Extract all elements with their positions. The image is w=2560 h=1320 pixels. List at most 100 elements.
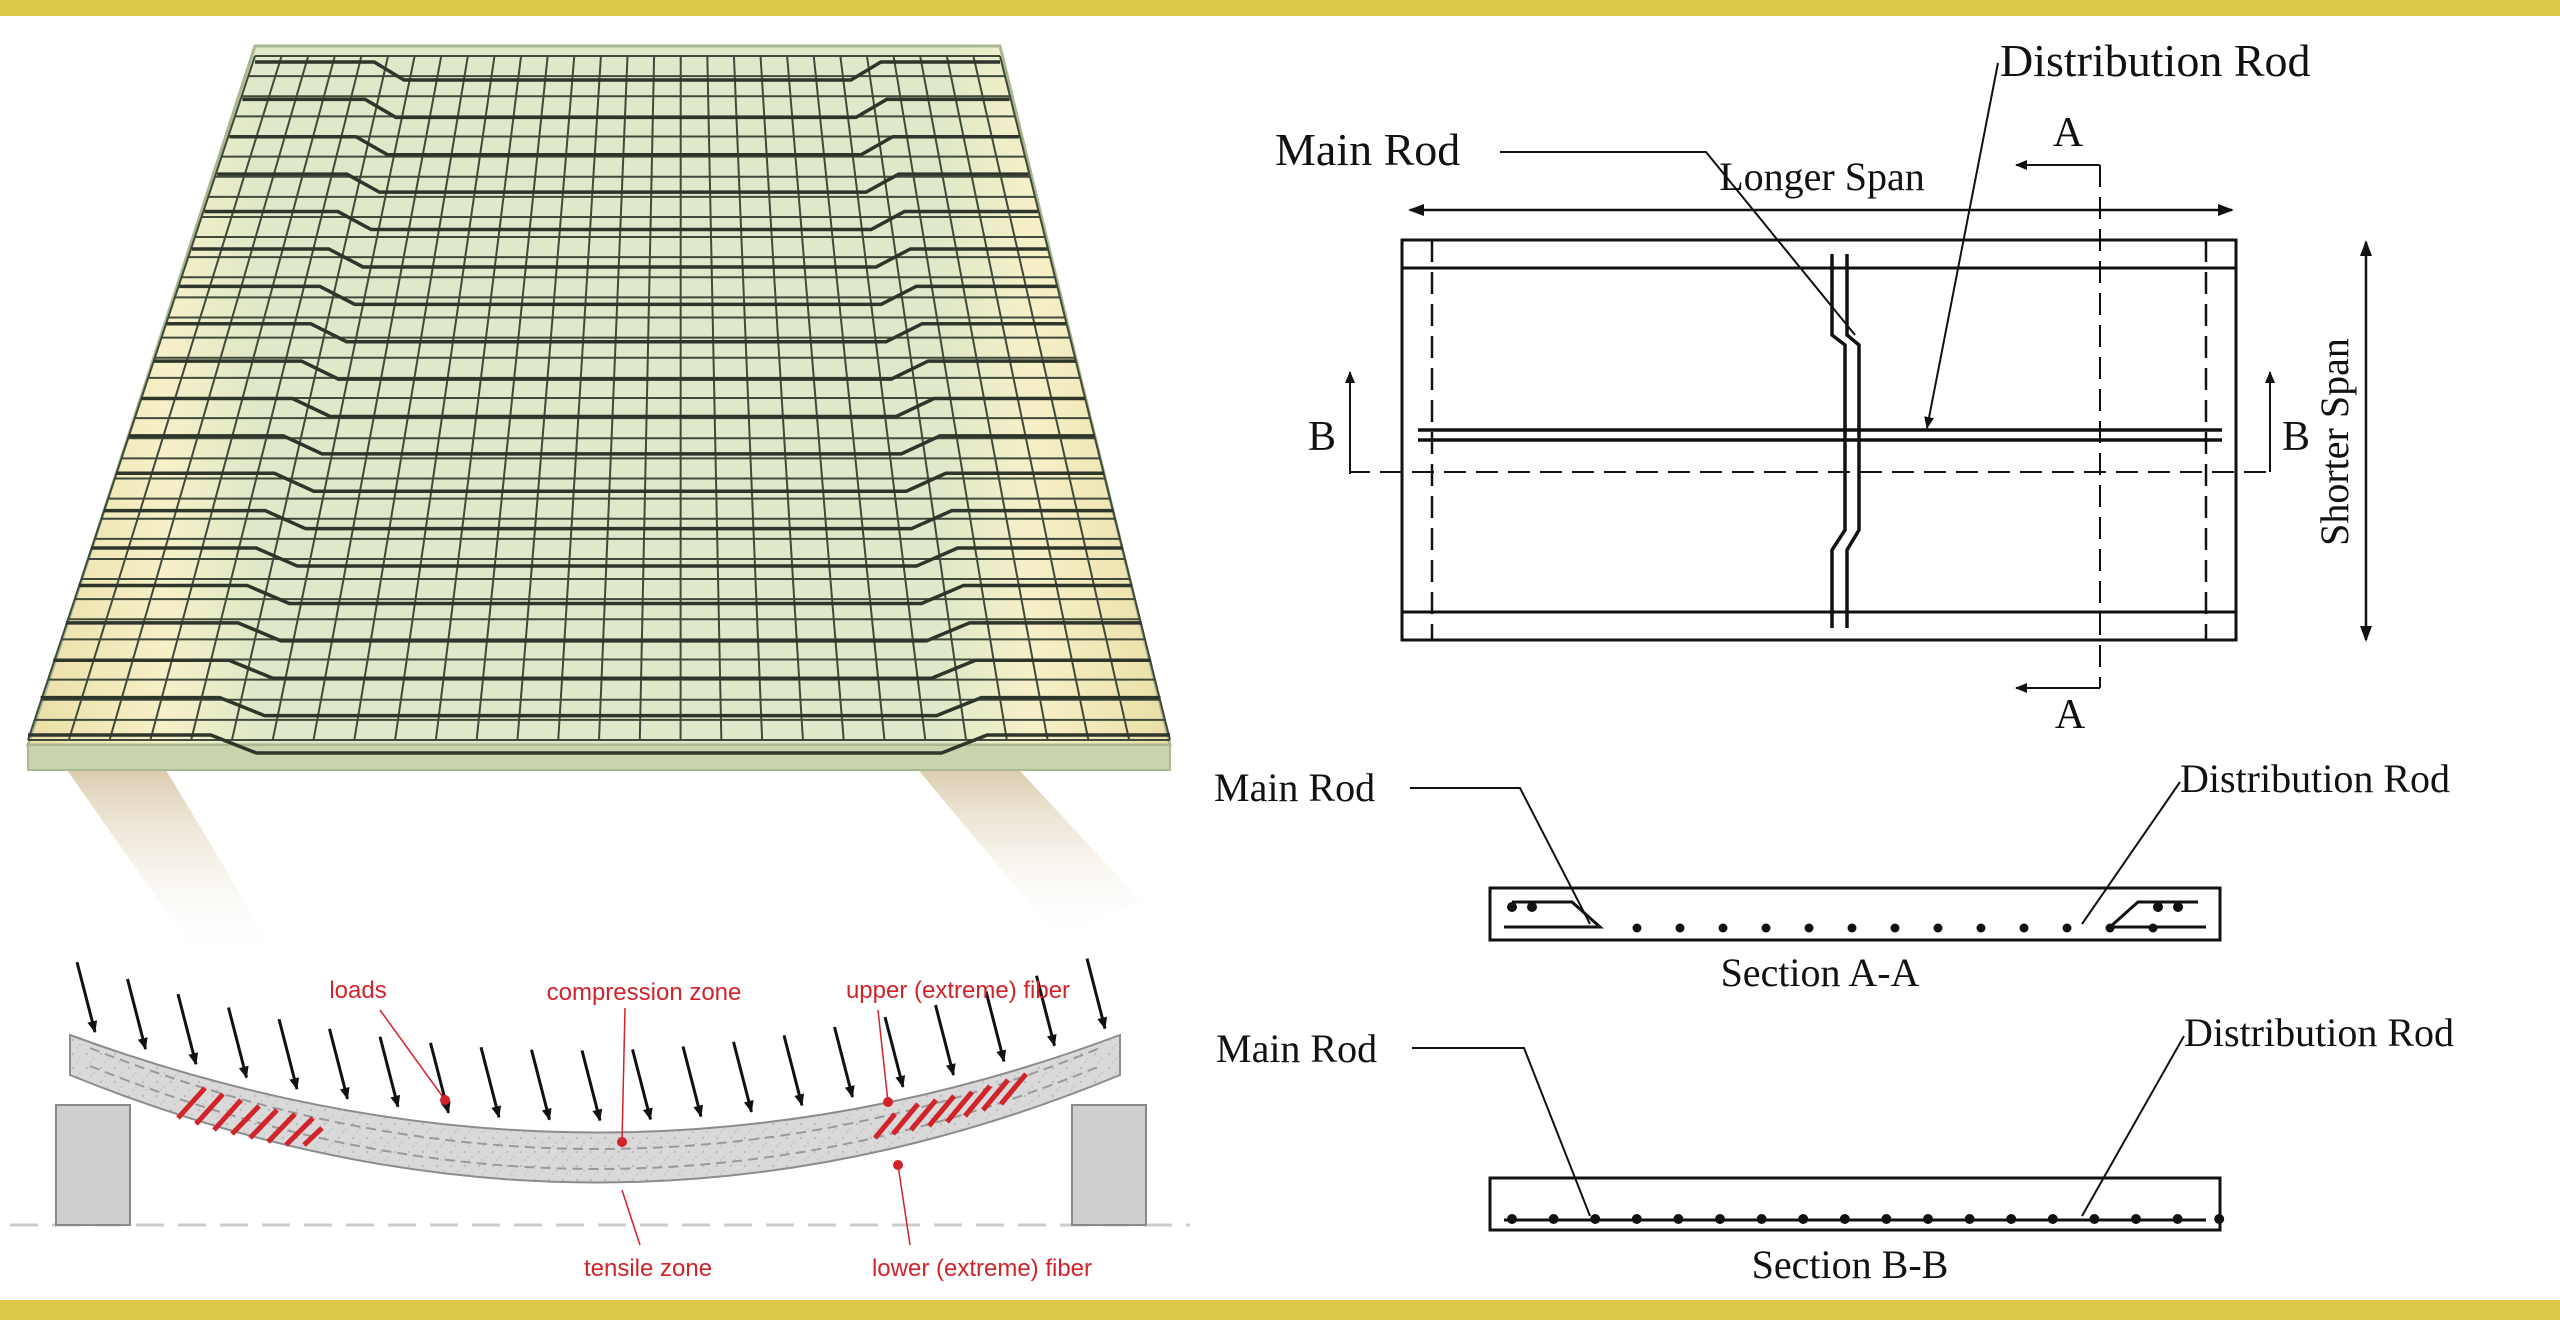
slab-outline bbox=[1400, 238, 2238, 642]
section-aa-rebar bbox=[1761, 923, 1771, 933]
label-distribution-rod: Distribution Rod bbox=[2000, 35, 2311, 86]
load-arrow bbox=[782, 1034, 805, 1107]
section-aa-bent-rod-right bbox=[2106, 900, 2206, 929]
section-aa-rebar bbox=[1632, 923, 1642, 933]
bent-up-bars bbox=[28, 60, 1170, 755]
section-aa-rebar bbox=[1527, 902, 1537, 912]
section-aa-title: Section A-A bbox=[1721, 950, 1920, 995]
section-bb-rebar bbox=[1715, 1214, 1725, 1224]
slab-plan-view bbox=[1345, 62, 2372, 693]
bent-up-bar bbox=[91, 546, 1123, 568]
section-aa-rebar bbox=[1675, 923, 1685, 933]
right-crack-hatching bbox=[873, 1072, 1028, 1140]
bent-up-bar bbox=[217, 172, 1029, 194]
section-aa-rebar bbox=[2062, 923, 2072, 933]
section-aa-rebar bbox=[1976, 923, 1986, 933]
bent-up-bar bbox=[229, 135, 1019, 157]
bent-up-bar bbox=[154, 359, 1076, 381]
section-aa-rebar bbox=[1507, 902, 1517, 912]
plan-main-rod bbox=[1830, 254, 1847, 628]
load-arrow bbox=[1085, 958, 1108, 1030]
left-column bbox=[60, 760, 280, 960]
main-rod-leader bbox=[1500, 151, 1856, 336]
label-shorter-span: Shorter Span bbox=[2312, 338, 2357, 546]
section-bb-rebar bbox=[2172, 1214, 2183, 1224]
reinforcement-mesh bbox=[27, 55, 1171, 741]
load-arrow bbox=[883, 1016, 906, 1088]
section-aa-rebar bbox=[1933, 923, 1943, 933]
bent-up-bar bbox=[28, 733, 1170, 755]
section-bb-rebar bbox=[1839, 1214, 1850, 1224]
load-arrow bbox=[732, 1041, 754, 1113]
section-aa-main-rod-leader bbox=[1410, 787, 1591, 925]
load-arrow bbox=[580, 1050, 603, 1122]
section-bb-rebar bbox=[1673, 1214, 1684, 1224]
label-section-a-bottom: A bbox=[2055, 692, 2086, 738]
label-main-rod: Main Rod bbox=[1275, 124, 1460, 175]
left-support bbox=[55, 1104, 131, 1226]
section-aa bbox=[1410, 781, 2222, 942]
section-bb bbox=[1412, 1035, 2222, 1232]
section-bb-rebar bbox=[2214, 1214, 2225, 1224]
section-bb-label-distribution-rod: Distribution Rod bbox=[2184, 1010, 2454, 1055]
load-arrow bbox=[75, 961, 98, 1034]
label-tensile-zone: tensile zone bbox=[584, 1255, 712, 1282]
section-aa-rebar-dots bbox=[1507, 902, 2183, 933]
slab-3d-illustration bbox=[25, 44, 1172, 960]
bent-up-bar bbox=[191, 247, 1048, 269]
right-column bbox=[910, 760, 1140, 940]
load-arrows bbox=[75, 958, 1108, 1122]
beam-marker-dots bbox=[440, 1095, 903, 1170]
section-bb-title: Section B-B bbox=[1752, 1242, 1949, 1287]
label-compression-zone: compression zone bbox=[547, 979, 742, 1006]
section-bb-rebar bbox=[1964, 1214, 1975, 1224]
section-aa-outline bbox=[1488, 886, 2222, 942]
section-aa-rebar bbox=[1890, 923, 1900, 933]
distribution-rod-leader bbox=[1924, 62, 1999, 429]
section-aa-distribution-leader bbox=[2081, 781, 2181, 925]
section-bb-rebar bbox=[1631, 1214, 1642, 1224]
bent-up-bar bbox=[53, 658, 1152, 680]
section-bb-rebar bbox=[1798, 1214, 1809, 1224]
bent-up-bar bbox=[78, 583, 1133, 606]
bent-up-bar bbox=[103, 508, 1114, 531]
section-line-b bbox=[1349, 471, 2270, 474]
right-support bbox=[1071, 1104, 1147, 1226]
section-bb-outline bbox=[1488, 1176, 2222, 1232]
left-crack-hatching bbox=[176, 1086, 324, 1147]
load-arrow bbox=[378, 1036, 401, 1108]
load-arrow bbox=[984, 990, 1007, 1063]
bent-up-bar bbox=[65, 621, 1142, 643]
load-arrow bbox=[1035, 975, 1057, 1047]
section-bb-rebar bbox=[1923, 1214, 1933, 1224]
bent-up-bar bbox=[40, 695, 1161, 718]
load-arrow bbox=[227, 1007, 249, 1079]
bent-up-bar bbox=[204, 209, 1038, 232]
section-aa-rebar bbox=[2019, 923, 2029, 933]
load-arrow bbox=[277, 1018, 300, 1091]
bent-up-bar bbox=[166, 321, 1067, 344]
beam-leaders bbox=[379, 1007, 911, 1246]
section-bb-rebar bbox=[1548, 1214, 1559, 1224]
section-bb-rebar bbox=[2006, 1214, 2017, 1224]
bent-up-bar bbox=[128, 434, 1095, 456]
bent-up-bar bbox=[179, 284, 1057, 307]
load-arrow bbox=[681, 1046, 704, 1118]
label-lower-fiber: lower (extreme) fiber bbox=[872, 1255, 1092, 1282]
bent-up-bar bbox=[141, 396, 1085, 419]
load-arrow bbox=[833, 1026, 855, 1099]
section-bb-rebar-dots bbox=[1507, 1214, 2225, 1224]
load-arrow bbox=[631, 1049, 653, 1121]
section-bb-rebar bbox=[2089, 1214, 2100, 1224]
section-bb-rebar bbox=[2047, 1214, 2058, 1224]
load-arrow bbox=[126, 978, 148, 1050]
section-aa-rebar bbox=[2153, 902, 2163, 912]
slab-edge bbox=[27, 744, 1171, 771]
label-section-a-top: A bbox=[2053, 110, 2084, 156]
section-bb-rebar bbox=[1881, 1214, 1892, 1224]
section-aa-rebar bbox=[2148, 923, 2158, 933]
bending-beam-illustration: loads compression zone upper (extreme) f… bbox=[10, 958, 1190, 1282]
section-aa-rebar bbox=[1804, 923, 1814, 933]
section-bb-main-rod-leader bbox=[1412, 1047, 1591, 1217]
section-bb-rebar bbox=[1756, 1214, 1767, 1224]
